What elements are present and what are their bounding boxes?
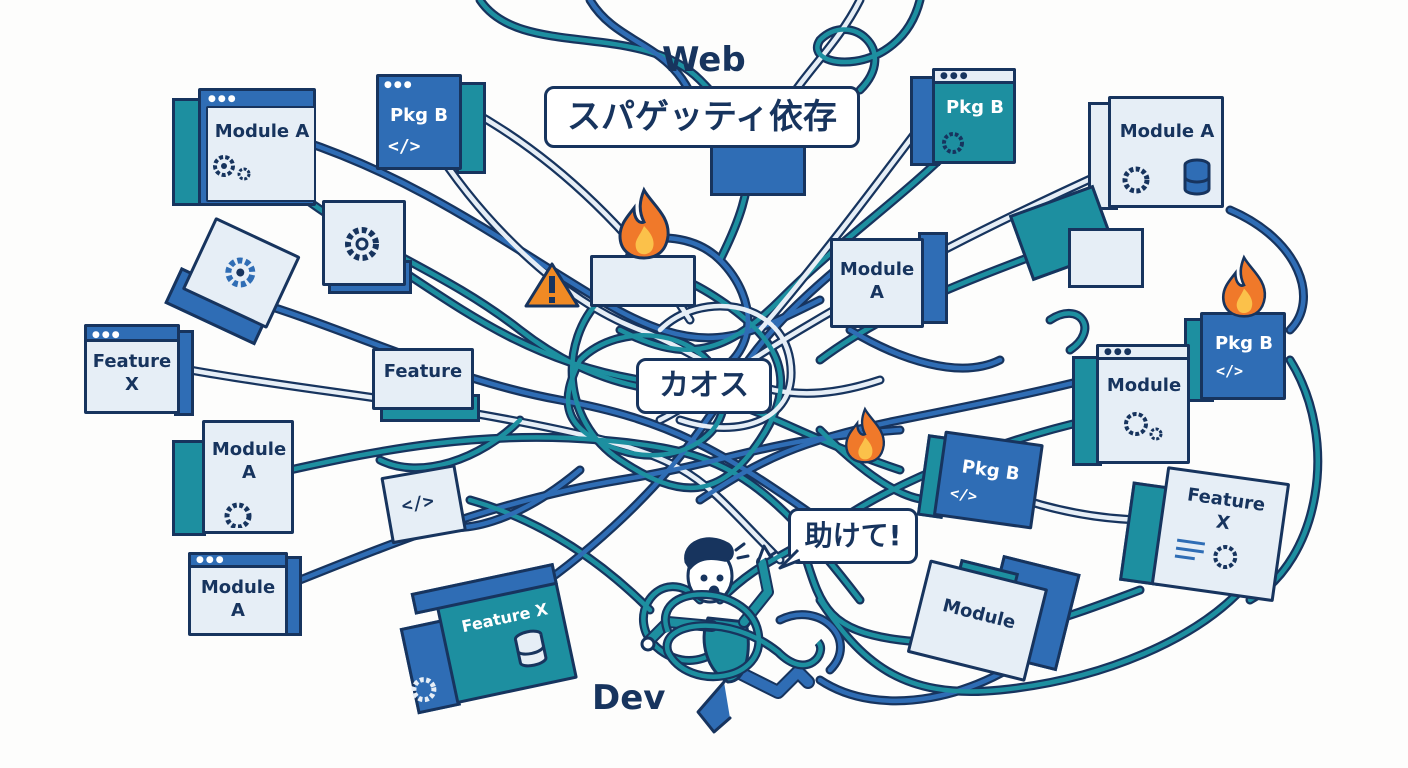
module-label: Module A	[211, 439, 287, 483]
module-box-pkg-b-top: ●●● Pkg B	[910, 68, 1018, 168]
help-speech-bubble: 助けて!	[788, 508, 918, 564]
code-icon: </>	[948, 483, 979, 506]
module-box-pkg-b-center: Pkg B </>	[916, 428, 1046, 536]
hidden-module-block-center	[590, 255, 700, 310]
gear-icon	[1122, 166, 1150, 194]
warning-icon	[524, 262, 580, 308]
fire-icon	[618, 186, 670, 260]
module-box-feature-x-bottom: Feature X	[393, 562, 585, 719]
gears-icon	[1124, 412, 1163, 441]
list-gear-icon	[1174, 538, 1238, 570]
module-box-feature-x-right: Feature X	[1118, 462, 1292, 611]
code-icon: </>	[1216, 362, 1244, 380]
gear-icon	[411, 677, 437, 703]
module-label: Module	[1106, 375, 1182, 396]
module-label: Pkg B	[945, 97, 1005, 118]
database-icon	[513, 629, 548, 668]
module-label: Module A	[839, 259, 915, 303]
module-box-module-a-right: Module A	[1088, 96, 1226, 212]
module-box-module-a-center: Module A	[830, 222, 952, 328]
module-label: Module A	[200, 577, 276, 621]
gear-icon	[942, 132, 964, 154]
module-box-gear-tilted	[157, 213, 314, 370]
module-label: Pkg B	[1214, 333, 1274, 354]
developer-person-illustration	[640, 537, 826, 734]
chaos-bubble: カオス	[636, 358, 772, 414]
module-label: Pkg B	[389, 105, 449, 126]
module-box-module-a: ●●● Module A	[172, 88, 318, 208]
dev-label: Dev	[592, 678, 666, 718]
web-label: Web	[662, 40, 746, 80]
speech-bubble-tail	[778, 548, 801, 570]
database-icon	[1183, 158, 1211, 196]
module-label: Feature	[383, 361, 463, 382]
gears-icon	[213, 155, 251, 181]
gear-icon	[345, 227, 379, 261]
module-label: Module A	[214, 121, 310, 142]
module-box-module-right: ●●● Module	[1072, 344, 1192, 468]
fire-icon	[845, 406, 885, 464]
module-box-module-a-left: Module A	[172, 420, 296, 538]
fire-icon	[1221, 254, 1267, 318]
module-label: Module A	[1119, 121, 1215, 142]
gear-icon	[224, 502, 252, 528]
code-icon: </>	[388, 136, 421, 157]
module-box-module-a-bottom: ●●● Module A	[188, 552, 304, 638]
module-box-stack-right	[1008, 184, 1146, 298]
module-box-code: </>	[380, 464, 469, 548]
module-box-gear	[322, 200, 414, 298]
module-box-feature-x: ●●● Feature X	[84, 324, 196, 418]
module-box-feature: Feature	[372, 348, 482, 424]
gear-icon	[225, 257, 256, 288]
title-bubble-spaghetti-dependency: スパゲッティ依存	[544, 86, 860, 148]
module-box-pkg-b: ●●● Pkg B </>	[376, 74, 488, 176]
module-label: Feature X	[92, 351, 172, 395]
module-box-pkg-b-right: Pkg B </>	[1184, 312, 1288, 404]
